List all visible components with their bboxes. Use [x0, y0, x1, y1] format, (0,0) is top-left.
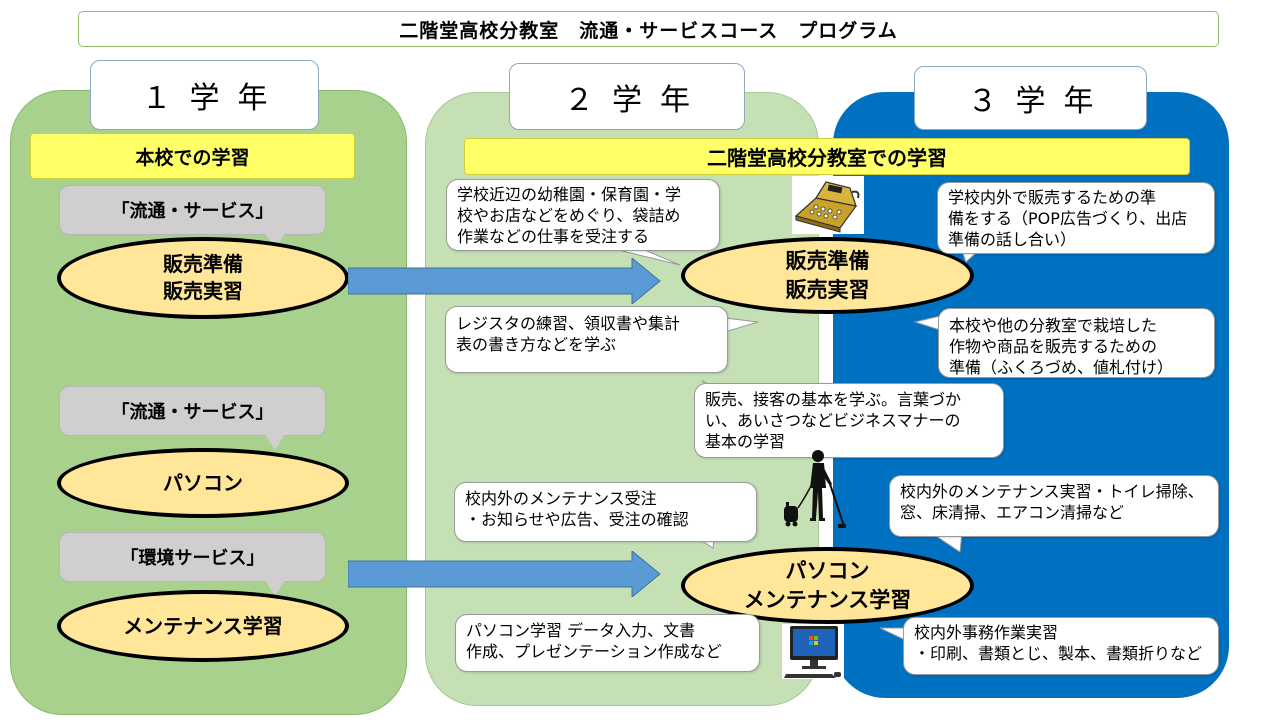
cash-register-icon — [792, 176, 864, 234]
course-label-text: 「流通・サービス」 — [111, 201, 274, 222]
note-line: 校内外のメンテナンス実習・トイレ掃除、 — [900, 482, 1204, 501]
note-line: 窓、床清掃、エアコン清掃など — [900, 502, 1125, 522]
note-pc-study: パソコン学習 データ入力、文書 作成、プレゼンテーション作成など — [455, 614, 760, 672]
year1-tab: １学年 — [90, 60, 319, 130]
note-line: レジスタの練習、領収書や集計 — [456, 314, 681, 333]
arrow-sales — [348, 258, 661, 304]
ellipse-line: パソコン — [785, 559, 870, 584]
sales-ellipse: 販売準備 販売実習 — [681, 237, 974, 314]
year3-tab: ３学年 — [914, 66, 1147, 130]
ellipse-line: 販売実習 — [785, 277, 870, 302]
note-line: 学校近辺の幼稚園・保育園・学 — [457, 185, 682, 204]
year1-maintenance-ellipse: メンテナンス学習 — [57, 590, 349, 662]
year1-pc-ellipse: パソコン — [57, 448, 349, 518]
vacuum-cleaner-person-icon — [784, 450, 846, 528]
ellipse-line: パソコン — [163, 470, 243, 495]
arrow-maintenance — [348, 551, 661, 597]
note-cleaning: 校内外のメンテナンス実習・トイレ掃除、 窓、床清掃、エアコン清掃など — [889, 475, 1219, 537]
note-line: ・お知らせや広告、受注の確認 — [465, 509, 689, 529]
note-line: 作成、プレゼンテーション作成など — [466, 641, 722, 661]
note-kindergarten: 学校近辺の幼稚園・保育園・学 校やお店などをめぐり、袋詰め 作業などの仕事を受注… — [446, 179, 720, 251]
note-line: 校内外事務作業実習 — [914, 623, 1059, 642]
year1-header: 本校での学習 — [30, 133, 355, 179]
note-line: 準備の話し合い） — [948, 229, 1077, 249]
year1-sales-ellipse: 販売準備 販売実習 — [57, 237, 349, 319]
note-line: ・印刷、書類とじ、製本、書類折りなど — [914, 643, 1203, 663]
note-register: レジスタの練習、領収書や集計 表の書き方などを学ぶ — [445, 306, 728, 373]
course-label-environment: 「環境サービス」 — [59, 532, 326, 596]
note-line: 表の書き方などを学ぶ — [456, 334, 617, 354]
year23-header: 二階堂高校分教室での学習 — [464, 138, 1190, 175]
desktop-computer-icon — [782, 624, 844, 679]
course-label-text: 「環境サービス」 — [120, 548, 265, 569]
note-line: 作物や商品を販売するための — [949, 336, 1158, 356]
note-line: 販売、接客の基本を学ぶ。言葉づか — [705, 390, 962, 409]
page-title: 二階堂高校分教室 流通・サービスコース プログラム — [78, 11, 1219, 47]
note-crops: 本校や他の分教室で栽培した 作物や商品を販売するための 準備（ふくろづめ、値札付… — [938, 308, 1215, 378]
course-label-distribution-b: 「流通・サービス」 — [59, 386, 326, 450]
note-line: パソコン学習 データ入力、文書 — [466, 621, 696, 640]
note-line: 準備（ふくろづめ、値札付け） — [949, 357, 1174, 377]
note-office: 校内外事務作業実習 ・印刷、書類とじ、製本、書類折りなど — [903, 617, 1219, 675]
course-label-text: 「流通・サービス」 — [111, 402, 274, 423]
note-line: 作業などの仕事を受注する — [457, 226, 650, 246]
note-pop-prep: 学校内外で販売するための準 備をする（POP広告づくり、出店 準備の話し合い） — [937, 182, 1215, 254]
note-customer: 販売、接客の基本を学ぶ。言葉づか い、あいさつなどビジネスマナーの 基本の学習 — [694, 383, 1004, 458]
note-line: 本校や他の分教室で栽培した — [949, 316, 1158, 335]
note-line: 基本の学習 — [705, 431, 786, 451]
pc-maintenance-ellipse: パソコン メンテナンス学習 — [681, 547, 974, 624]
ellipse-line: メンテナンス学習 — [123, 613, 283, 638]
ellipse-line: 販売準備 — [163, 252, 243, 276]
note-line: 学校内外で販売するための準 — [948, 188, 1157, 207]
note-line: 備をする（POP広告づくり、出店 — [948, 208, 1188, 228]
note-maint-orders: 校内外のメンテナンス受注 ・お知らせや広告、受注の確認 — [454, 482, 757, 542]
course-label-distribution-a: 「流通・サービス」 — [59, 185, 326, 249]
note-line: 校やお店などをめぐり、袋詰め — [457, 205, 681, 225]
note-line: い、あいさつなどビジネスマナーの — [705, 410, 961, 430]
ellipse-line: 販売実習 — [163, 279, 243, 303]
ellipse-line: 販売準備 — [785, 249, 870, 274]
note-line: 校内外のメンテナンス受注 — [465, 489, 657, 508]
year2-tab: ２学年 — [509, 63, 745, 130]
ellipse-line: メンテナンス学習 — [743, 587, 912, 612]
